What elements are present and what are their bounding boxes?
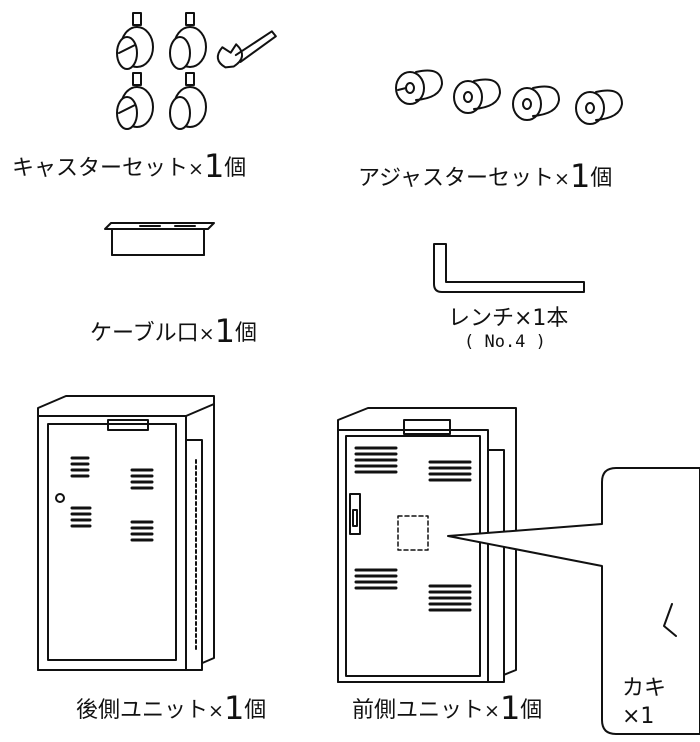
caster-set-label: キャスターセット×1個: [12, 147, 247, 185]
rear-unit-label: 後側ユニット×1個: [76, 689, 267, 727]
key-callout-icon: [447, 467, 700, 735]
cable-port-icon: [104, 222, 215, 256]
hex-wrench-icon: [433, 243, 585, 293]
caster-icon: [116, 12, 207, 130]
adjuster-icon: [395, 69, 623, 125]
wrench-label: レンチ×1本 ( No.4 ): [448, 306, 569, 352]
adjuster-set-label: アジャスターセット×1個: [358, 157, 613, 195]
spanner-icon: [216, 30, 277, 69]
front-unit-label: 前側ユニット×1個: [352, 689, 543, 727]
cable-port-label: ケーブル口×1個: [90, 312, 257, 350]
front-unit-icon: [337, 407, 517, 683]
key-callout-label: カキ ×1: [622, 676, 667, 729]
rear-unit-icon: [37, 395, 215, 671]
